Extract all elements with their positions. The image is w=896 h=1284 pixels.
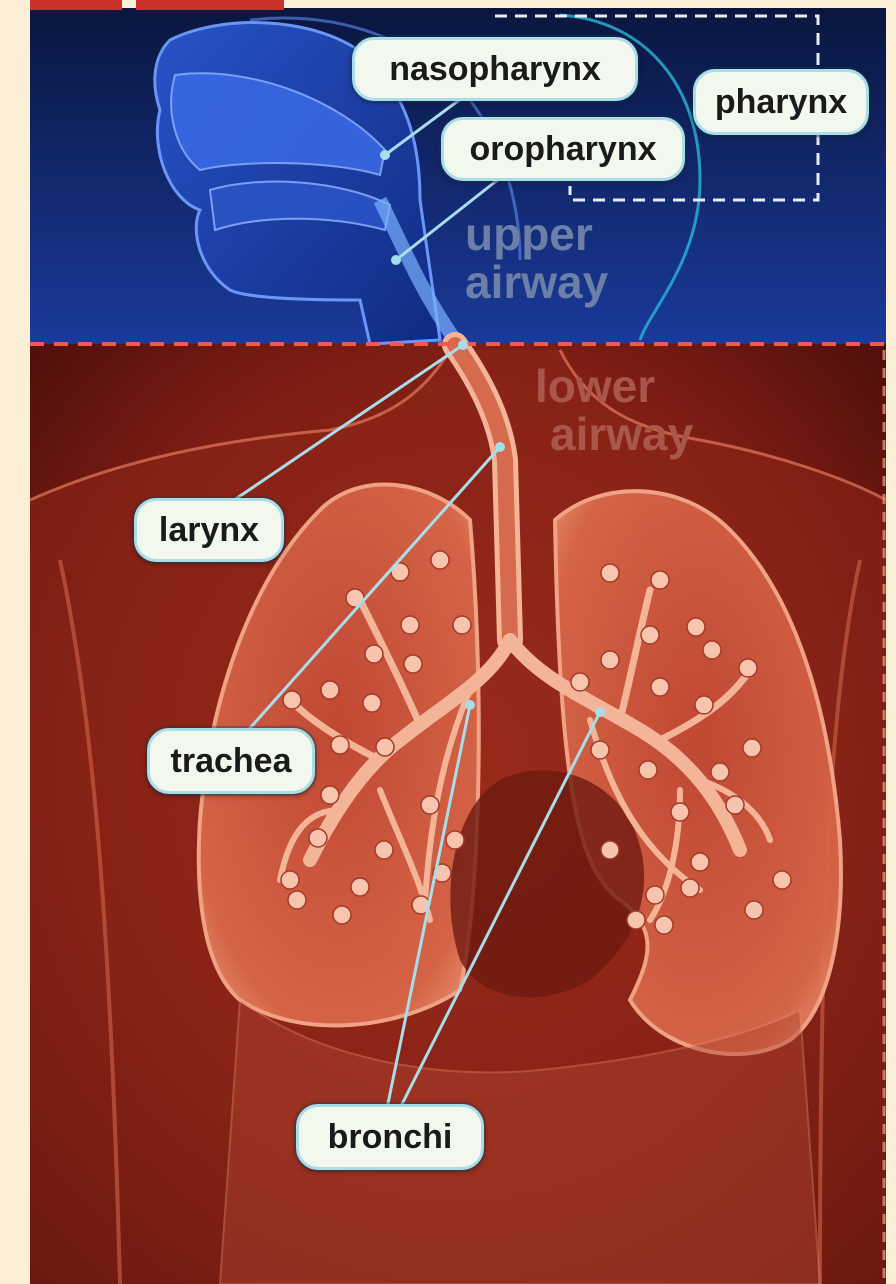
upper-airway-label: upper airway — [465, 210, 608, 307]
oropharynx-label: oropharynx — [441, 117, 685, 181]
oropharynx-pointer-dot — [391, 255, 401, 265]
larynx-pointer-dot — [458, 340, 468, 350]
upper-airway-label-line1: upper — [465, 210, 608, 258]
lower-airway-label-line2: airway — [535, 410, 693, 458]
lower-airway-label-line1: lower — [535, 362, 693, 410]
pharynx-label: pharynx — [693, 69, 869, 135]
trachea-label: trachea — [147, 728, 315, 794]
bronchi-pointer-dot-right — [465, 700, 475, 710]
nasopharynx-label: nasopharynx — [352, 37, 638, 101]
bronchi-pointer-dot-left — [595, 707, 605, 717]
top-red-tab-right — [136, 0, 284, 10]
upper-airway-label-line2: airway — [465, 258, 608, 306]
larynx-label: larynx — [134, 498, 284, 562]
trachea-pointer-dot — [495, 442, 505, 452]
lower-airway-label: lower airway — [535, 362, 693, 459]
bronchi-label: bronchi — [296, 1104, 484, 1170]
top-red-tab-left — [30, 0, 122, 10]
nasopharynx-pointer-dot — [380, 150, 390, 160]
